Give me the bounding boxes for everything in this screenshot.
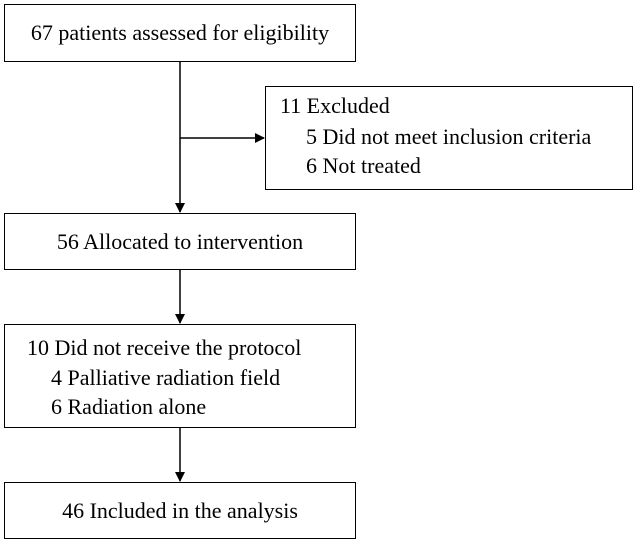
not-received-title: 10 Did not receive the protocol — [27, 335, 302, 360]
assessed-box: 67 patients assessed for eligibility — [4, 4, 356, 62]
not-received-box: 10 Did not receive the protocol 4 Pallia… — [4, 324, 356, 428]
analysis-text: 46 Included in the analysis — [62, 498, 298, 523]
analysis-box: 46 Included in the analysis — [4, 482, 356, 539]
excluded-item-2: 6 Not treated — [306, 153, 421, 178]
not-received-item-2: 6 Radiation alone — [51, 394, 207, 419]
excluded-item-1: 5 Did not meet inclusion criteria — [306, 124, 592, 149]
not-received-item-1: 4 Palliative radiation field — [51, 365, 281, 390]
assessed-text: 67 patients assessed for eligibility — [30, 20, 330, 45]
excluded-title: 11 Excluded — [280, 93, 390, 118]
allocated-box: 56 Allocated to intervention — [4, 213, 356, 270]
excluded-box: 11 Excluded 5 Did not meet inclusion cri… — [265, 86, 633, 190]
allocated-text: 56 Allocated to intervention — [56, 229, 304, 254]
